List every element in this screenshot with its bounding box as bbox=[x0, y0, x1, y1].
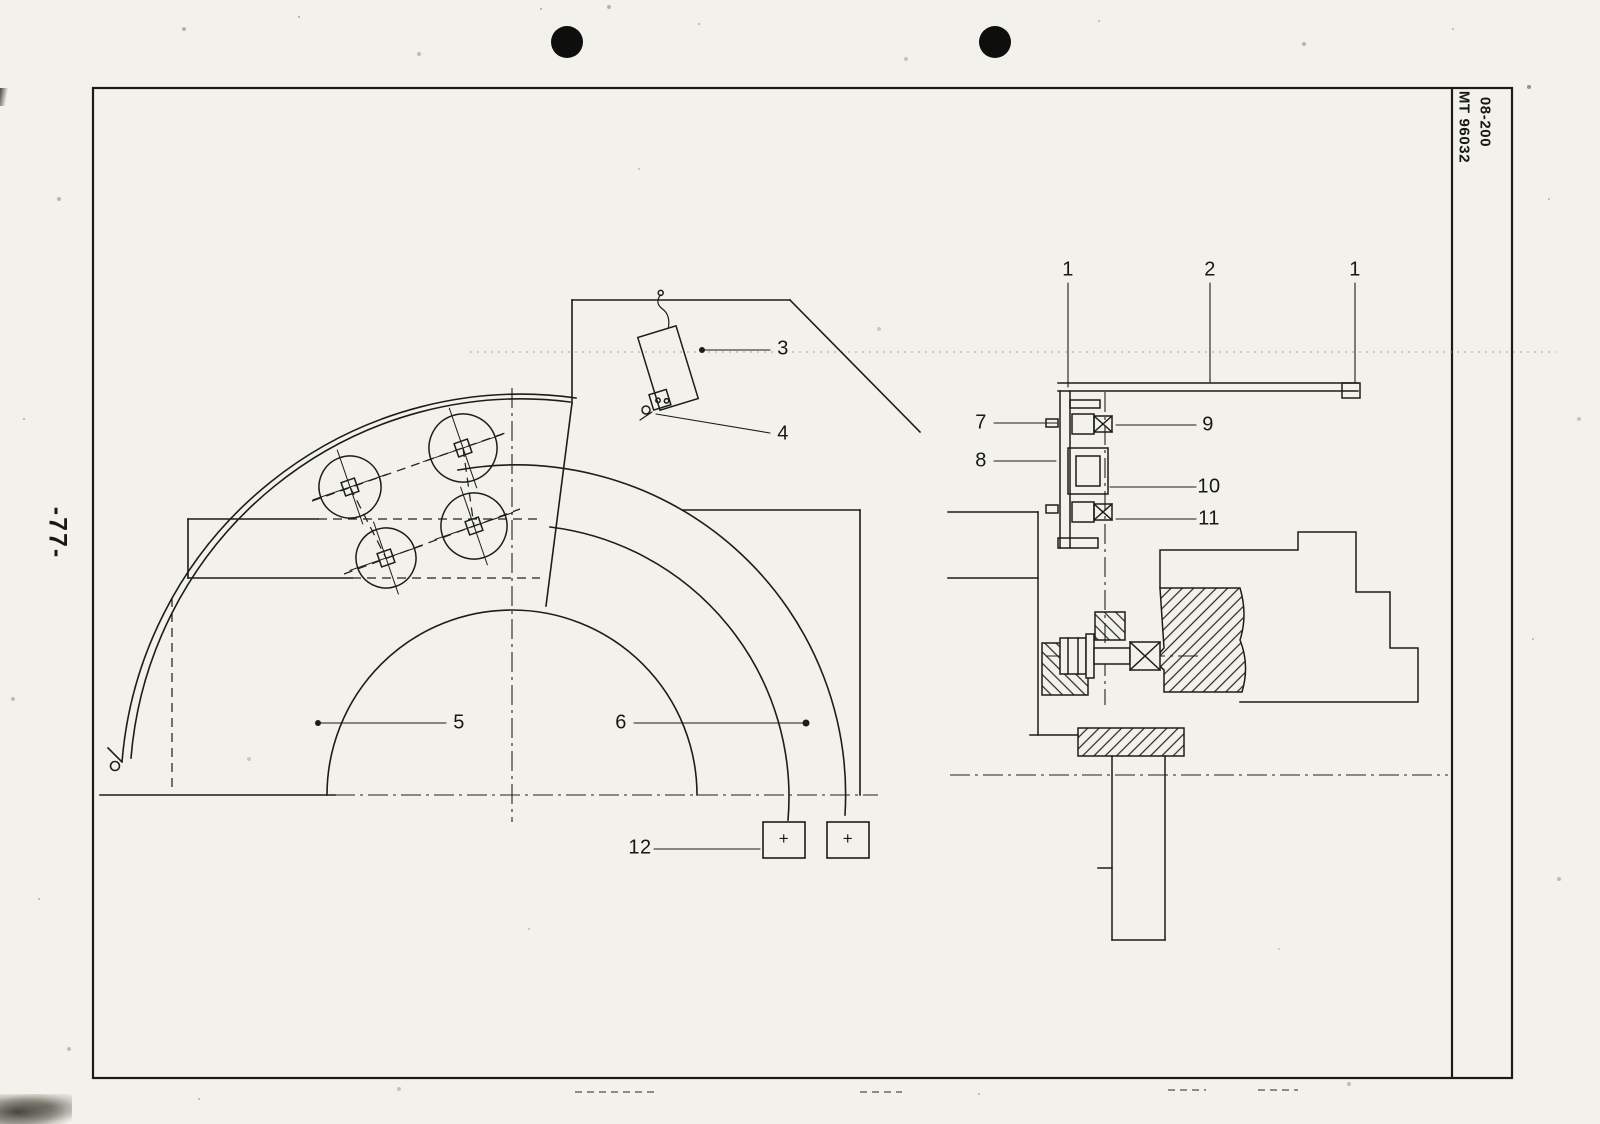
callout-7: 7 bbox=[975, 411, 987, 434]
plus-mark-right: + bbox=[842, 829, 854, 848]
callout-9: 9 bbox=[1202, 413, 1214, 436]
page-number: -77- bbox=[43, 506, 72, 560]
plus-mark-left: + bbox=[778, 829, 790, 848]
doc-ref-line1: MT 96032 bbox=[1455, 90, 1473, 164]
corner-smudge bbox=[0, 1094, 72, 1124]
edge-mark bbox=[0, 88, 9, 106]
callout-3: 3 bbox=[777, 337, 789, 360]
callout-1-left: 1 bbox=[1062, 258, 1074, 281]
callout-5: 5 bbox=[453, 711, 465, 734]
callout-2: 2 bbox=[1204, 258, 1216, 281]
callout-8: 8 bbox=[975, 449, 987, 472]
callout-11: 11 bbox=[1198, 507, 1220, 530]
callout-12: 12 bbox=[628, 836, 652, 859]
callout-1-right: 1 bbox=[1349, 258, 1361, 281]
callout-6: 6 bbox=[615, 711, 627, 734]
callout-4: 4 bbox=[777, 422, 789, 445]
callout-10: 10 bbox=[1197, 475, 1221, 498]
doc-ref-line2: 08-200 bbox=[1476, 96, 1494, 148]
